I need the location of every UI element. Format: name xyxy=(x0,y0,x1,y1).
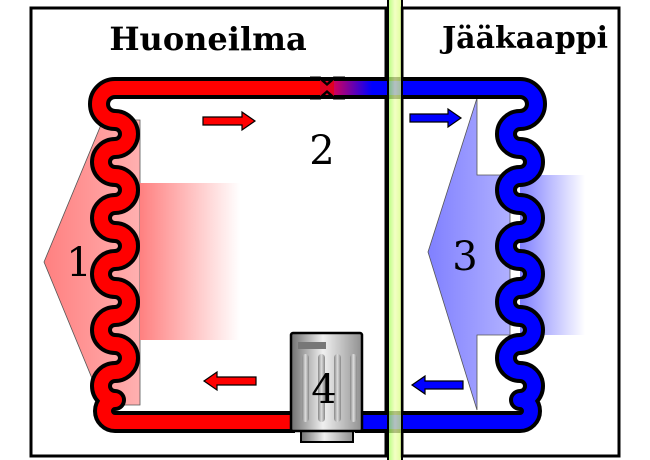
cold-pipe xyxy=(355,81,543,429)
insulated-wall xyxy=(389,0,401,460)
hot-pipe xyxy=(92,81,322,429)
marker-2-expansion-valve: 2 xyxy=(309,128,334,174)
marker-3-evaporator: 3 xyxy=(452,234,477,280)
marker-1-condenser: 1 xyxy=(66,240,91,286)
fridge-label: Jääkaappi xyxy=(439,21,608,56)
room-air-label: Huoneilma xyxy=(109,20,306,58)
compressor-icon xyxy=(289,331,364,443)
flow-arrow-icon xyxy=(410,374,464,396)
flow-arrow-icon xyxy=(202,110,257,132)
expansion-valve xyxy=(310,76,372,100)
flow-arrow-icon xyxy=(202,370,257,392)
marker-4-compressor: 4 xyxy=(311,367,336,413)
flow-arrow-icon xyxy=(409,107,463,129)
